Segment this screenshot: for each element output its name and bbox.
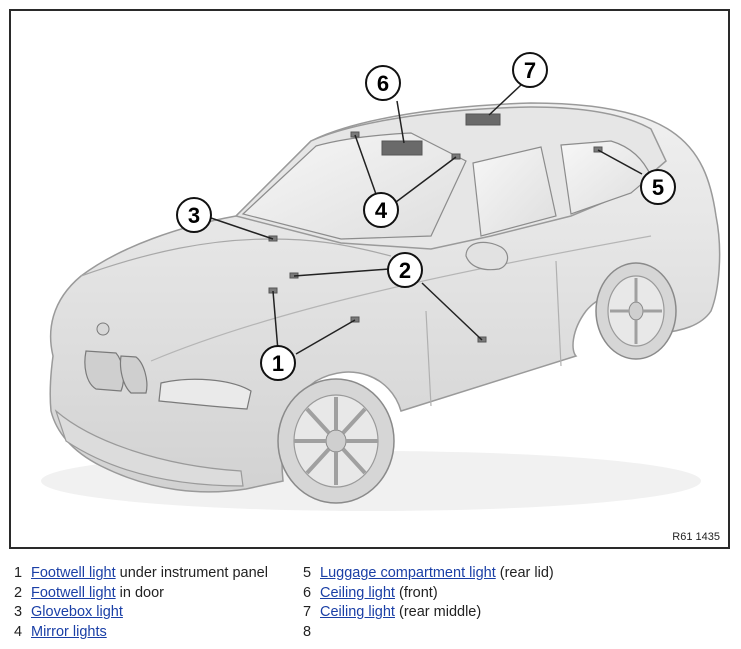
- svg-text:7: 7: [524, 58, 536, 83]
- car-illustration: 1 2 3 4 5 6 7: [41, 52, 721, 511]
- legend-number: 4: [14, 623, 23, 640]
- legend-row-6: 6 Ceiling light (front): [303, 584, 554, 604]
- front-ceiling-light: [381, 140, 423, 156]
- legend-text: (front): [394, 584, 438, 601]
- leader-lines: [210, 84, 643, 355]
- callout-4: 4: [363, 192, 399, 228]
- svg-text:4: 4: [375, 198, 388, 223]
- front-bumper: [54, 409, 244, 487]
- legend-text: (rear lid): [495, 565, 554, 581]
- grille-kidney-left: [84, 350, 125, 392]
- legend-row-5: 5 Luggage compartment light (rear lid): [303, 564, 554, 584]
- car-diagram: 1 2 3 4 5 6 7 R61 1435: [9, 9, 730, 549]
- rear-wheel: [595, 262, 677, 360]
- headlight: [158, 378, 252, 410]
- luggage-compartment-light-link[interactable]: Luggage compartment light: [320, 565, 496, 581]
- svg-text:1: 1: [272, 351, 284, 376]
- rear-side-window: [560, 140, 652, 215]
- brand-badge-icon: [96, 322, 110, 336]
- svg-text:5: 5: [652, 175, 664, 200]
- callout-6: 6: [365, 65, 401, 101]
- callout-2: 2: [387, 252, 423, 288]
- legend-number: 5: [303, 565, 312, 581]
- light-marker: [593, 146, 603, 153]
- grille-kidney-right: [119, 355, 148, 394]
- figure-id-label: R61 1435: [672, 531, 720, 543]
- callout-3: 3: [176, 197, 212, 233]
- ceiling-light-rear-link[interactable]: Ceiling light: [320, 604, 395, 620]
- legend-row-4: 4 Mirror lights: [14, 623, 268, 643]
- legend-text: under instrument panel: [115, 565, 268, 581]
- svg-text:2: 2: [399, 258, 411, 283]
- svg-text:3: 3: [188, 203, 200, 228]
- legend-row-7: 7 Ceiling light (rear middle): [303, 603, 554, 623]
- door-line: [425, 260, 562, 407]
- legend-number: 8: [303, 623, 312, 640]
- legend-number: 2: [14, 584, 23, 601]
- legend-text: (rear middle): [394, 604, 482, 620]
- legend-number: 7: [303, 604, 312, 620]
- front-wheel: [277, 378, 395, 504]
- footwell-light-door-link[interactable]: Footwell light: [31, 584, 116, 601]
- legend-number: 1: [14, 565, 23, 581]
- ceiling-light-front-link[interactable]: Ceiling light: [320, 584, 395, 601]
- callout-1: 1: [260, 345, 296, 381]
- callout-7: 7: [512, 52, 548, 88]
- svg-text:6: 6: [377, 71, 389, 96]
- glovebox-light-link[interactable]: Glovebox light: [31, 604, 123, 620]
- callout-5: 5: [640, 169, 676, 205]
- body-crease: [150, 235, 652, 362]
- light-marker: [350, 316, 360, 323]
- legend-row-8: 8: [303, 623, 554, 643]
- mirror-lights-link[interactable]: Mirror lights: [31, 623, 107, 640]
- front-side-window: [472, 146, 557, 237]
- legend-row-2: 2 Footwell light in door: [14, 584, 268, 604]
- legend-number: 6: [303, 584, 312, 601]
- legend-row-1: 1 Footwell light under instrument panel: [14, 564, 268, 584]
- legend-number: 3: [14, 604, 23, 620]
- legend-row-3: 3 Glovebox light: [14, 603, 268, 623]
- footwell-light-link[interactable]: Footwell light: [31, 565, 116, 581]
- light-marker: [451, 153, 461, 160]
- side-mirror: [465, 241, 509, 271]
- rear-ceiling-light: [465, 113, 501, 126]
- windshield: [241, 132, 467, 240]
- legend-text: in door: [115, 584, 164, 601]
